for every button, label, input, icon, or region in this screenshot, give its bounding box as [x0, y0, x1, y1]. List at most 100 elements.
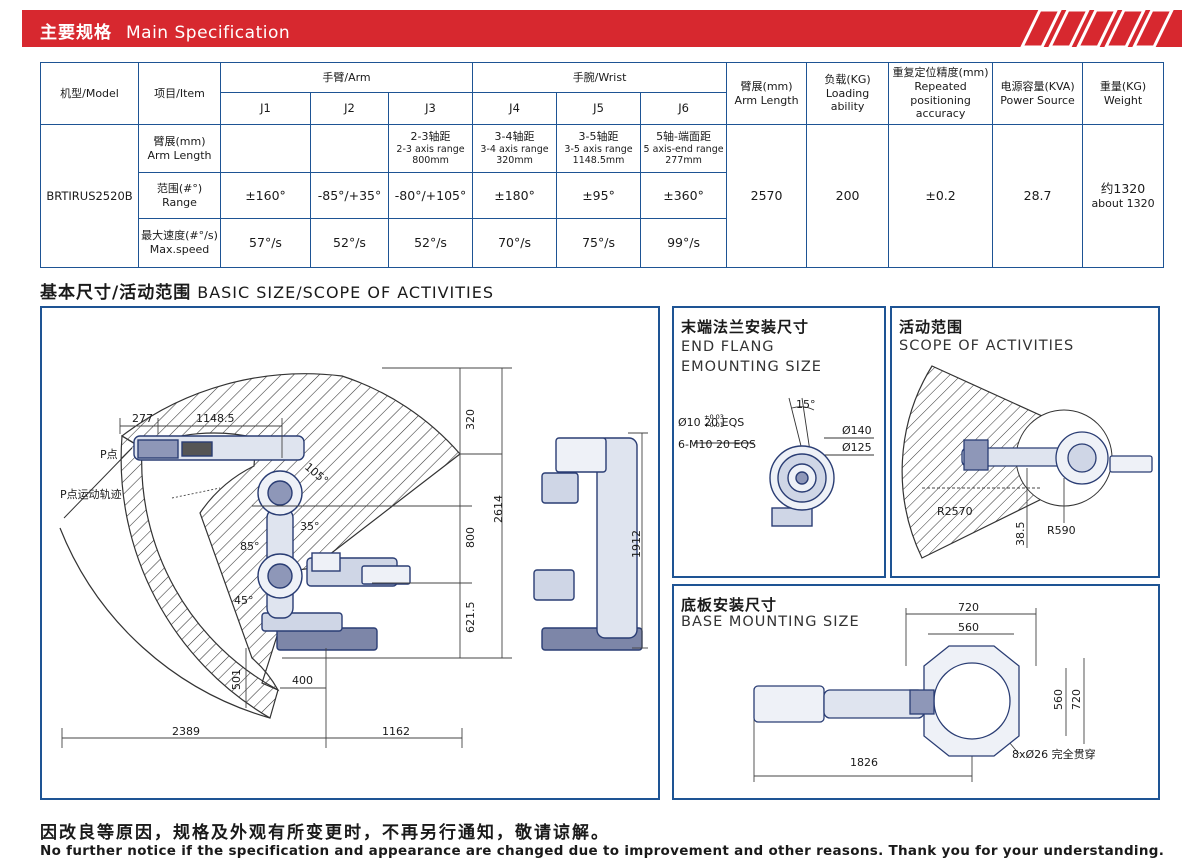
scope-title-zh: 活动范围: [899, 318, 964, 336]
speed-j2: 52°/s: [310, 218, 389, 268]
row-speed-label: 最大速度(#°/s)Max.speed: [138, 218, 221, 268]
p-point-label: P点: [100, 448, 118, 461]
basic-size-panel: 277 1148.5 P点 P点运动轨迹 320 2614 800 621.5 …: [40, 306, 660, 800]
joint-j3-header: J3: [387, 92, 474, 125]
range-j6: ±360°: [640, 172, 728, 219]
dim-1148: 1148.5: [196, 412, 235, 425]
flange-hole1: Ø10 20 EQS: [678, 416, 744, 429]
speed-j3: 52°/s: [387, 218, 474, 268]
scope-r590: R590: [1047, 524, 1076, 537]
dim-277: 277: [132, 412, 153, 425]
dim-2389: 2389: [172, 725, 200, 738]
base-d560b: 560: [1052, 689, 1065, 710]
repeat-value: ±0.2: [888, 124, 994, 268]
flange-panel: 末端法兰安装尺寸 END FLANG EMOUNTING SIZE 15° Ø1…: [672, 306, 886, 578]
base-title-zh: 底板安装尺寸: [681, 596, 778, 614]
flange-title-en-1: END FLANG: [681, 339, 775, 355]
flange-hole2: 6-M10 20 EQS: [678, 438, 756, 451]
dim-621: 621.5: [464, 602, 477, 634]
flange-tol-hi: +0.03: [704, 413, 724, 421]
angle-45: 45°: [234, 594, 254, 607]
scope-robot: [961, 431, 1153, 485]
base-d720b: 720: [1070, 689, 1083, 710]
robot-front-view: [533, 437, 643, 651]
p-track-label: P点运动轨迹: [60, 487, 122, 501]
loading-value: 200: [806, 124, 890, 268]
dim-501: 501: [230, 669, 243, 690]
col-weight-header: 重量(KG)Weight: [1082, 62, 1165, 125]
scope-d38: 38.5: [1014, 522, 1027, 547]
flange-angle: 15°: [796, 398, 816, 411]
angle-35: 35°: [300, 520, 320, 533]
joint-j6-header: J6: [640, 92, 728, 125]
base-holes: 8xØ26 完全贯穿: [1012, 747, 1096, 761]
dimension-lines: [61, 367, 512, 748]
flange-d140: Ø140: [842, 424, 872, 437]
speed-j1: 57°/s: [220, 218, 311, 268]
flange-plate: [769, 445, 835, 527]
dim-2614: 2614: [492, 495, 505, 523]
angle-85: 85°: [240, 540, 260, 553]
spec-table: 机型/Model 项目/Item 手臂/Arm 手腕/Wrist 臂展(mm)A…: [40, 62, 1165, 268]
base-panel: 底板安装尺寸 BASE MOUNTING SIZE 720 560 560 72…: [672, 584, 1160, 800]
scope-r2570: R2570: [937, 505, 973, 518]
arm-length-value: 2570: [726, 124, 808, 268]
dim-1162: 1162: [382, 725, 410, 738]
base-drawing: 720 560 560 720 8xØ26 完全贯穿 1826: [753, 601, 1096, 782]
col-item-header: 项目/Item: [138, 62, 221, 125]
dim-320: 320: [464, 409, 477, 430]
arm-cell-j1: [220, 124, 311, 173]
group-arm-header: 手臂/Arm: [219, 62, 474, 93]
dim-400: 400: [292, 674, 313, 687]
flange-title-en-2: EMOUNTING SIZE: [681, 359, 822, 375]
arm-cell-j2: [310, 124, 389, 173]
robot-side-view: [133, 435, 411, 651]
range-j4: ±180°: [472, 172, 558, 219]
flange-drawing: 15° Ø10 20 EQS +0.03 +0.01 6-M10 20 EQS …: [678, 397, 874, 527]
header-title: 主要规格 Main Specification: [40, 18, 290, 43]
scope-panel: 活动范围 SCOPE OF ACTIVITIES R2570 38.5 R590: [890, 306, 1160, 578]
base-d1826: 1826: [850, 756, 878, 769]
row-range-label: 范围(#°)Range: [138, 172, 221, 219]
header-title-zh: 主要规格: [40, 23, 112, 43]
flange-title-zh: 末端法兰安装尺寸: [681, 318, 810, 336]
col-power-header: 电源容量(KVA)Power Source: [992, 62, 1084, 125]
footer-notice-zh: 因改良等原因，规格及外观有所变更时，不再另行通知，敬请谅解。: [40, 823, 610, 843]
basic-size-drawing: 277 1148.5 P点 P点运动轨迹 320 2614 800 621.5 …: [59, 367, 648, 748]
base-title-en: BASE MOUNTING SIZE: [681, 614, 860, 630]
speed-j4: 70°/s: [472, 218, 558, 268]
base-robot-top-view: [753, 645, 1020, 757]
range-j5: ±95°: [556, 172, 642, 219]
footer-notice-en: No further notice if the specification a…: [40, 843, 1165, 859]
flange-d125: Ø125: [842, 441, 872, 454]
flange-tol-lo: +0.01: [704, 421, 724, 429]
range-j3: -80°/+105°: [387, 172, 474, 219]
base-d560a: 560: [958, 621, 979, 634]
joint-j4-header: J4: [472, 92, 558, 125]
row-arm-label: 臂展(mm)Arm Length: [138, 124, 221, 173]
joint-j5-header: J5: [556, 92, 642, 125]
dim-1912: 1912: [630, 530, 643, 558]
dim-800: 800: [464, 527, 477, 548]
header-title-en: Main Specification: [126, 23, 291, 43]
header-red-band: [22, 10, 1182, 47]
model-cell: BRTIRUS2520B: [40, 124, 139, 268]
scope-drawing: R2570 38.5 R590: [901, 365, 1153, 559]
joint-j2-header: J2: [310, 92, 389, 125]
range-j2: -85°/+35°: [310, 172, 389, 219]
col-model-header: 机型/Model: [40, 62, 139, 125]
col-repeat-header: 重复定位精度(mm)Repeated positioning accuracy: [888, 62, 994, 125]
col-loading-header: 负载(KG)Loading ability: [806, 62, 890, 125]
speed-j5: 75°/s: [556, 218, 642, 268]
header-banner: 主要规格 Main Specification: [22, 10, 1182, 47]
range-j1: ±160°: [220, 172, 311, 219]
col-arm-length-header: 臂展(mm)Arm Length: [726, 62, 808, 125]
speed-j6: 99°/s: [640, 218, 728, 268]
group-wrist-header: 手腕/Wrist: [472, 62, 728, 93]
